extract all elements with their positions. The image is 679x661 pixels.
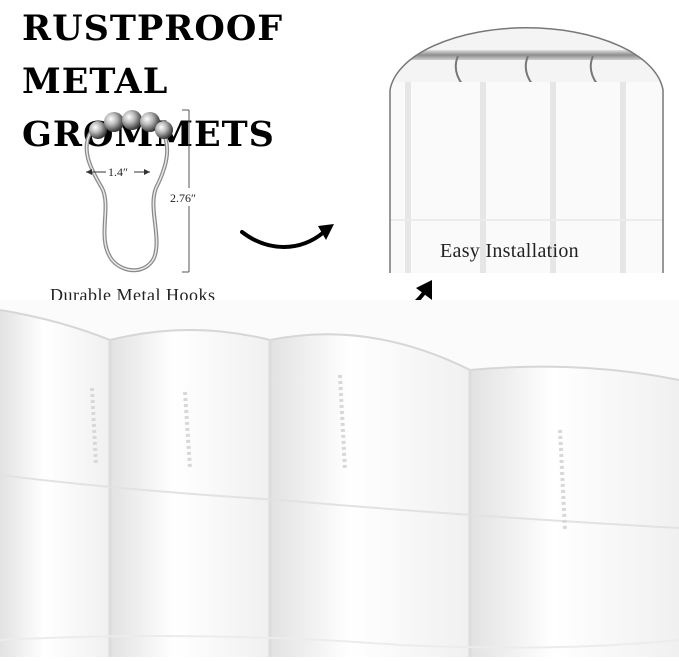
curved-arrow-icon xyxy=(240,224,334,249)
headline-line-1: RUSTPROOF METAL xyxy=(22,8,284,102)
hook-width-label: 1.4″ xyxy=(108,165,128,179)
curtain-closeup xyxy=(0,300,679,657)
hook-illustration: 1.4″ 2.76″ xyxy=(62,108,232,276)
installation-inset xyxy=(388,20,665,273)
hook-height-label: 2.76″ xyxy=(170,191,196,205)
ring-hook-icon: 1.4″ 2.76″ xyxy=(84,109,214,273)
headline: RUSTPROOF METAL GROMMETS xyxy=(22,2,442,161)
inset-caption: Easy Installation xyxy=(440,240,579,262)
